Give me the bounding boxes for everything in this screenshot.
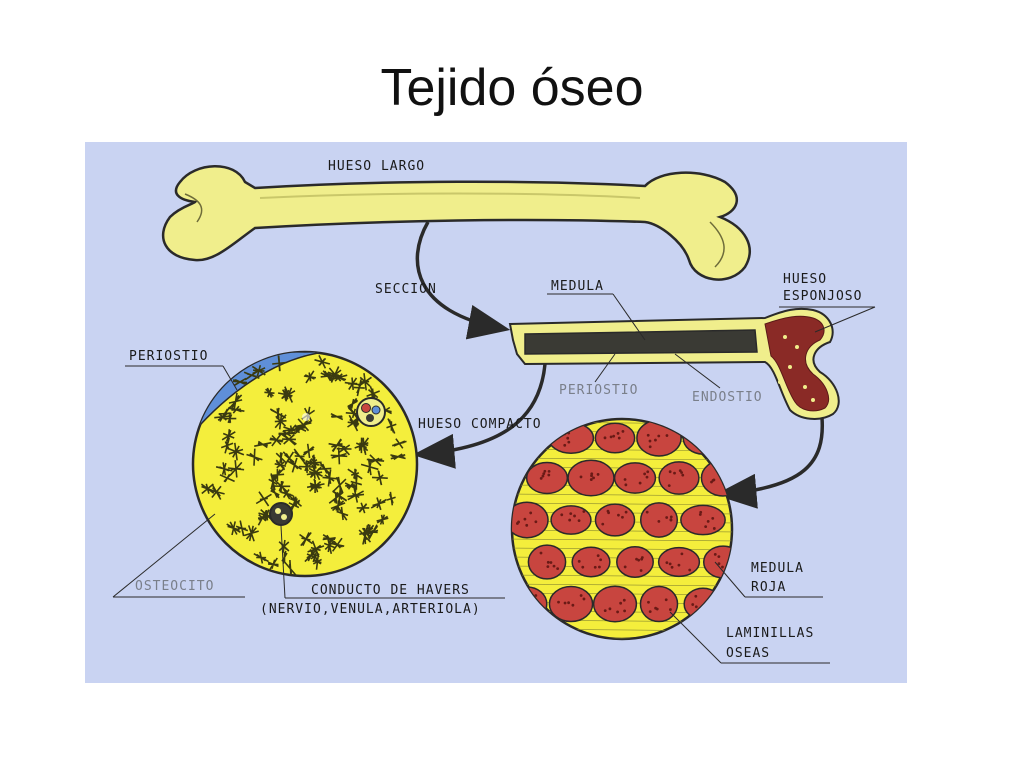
arrow-red-marrow [714,417,825,509]
osteocyte-pattern [200,355,407,576]
havers-canal-top [356,397,386,427]
label-havers-contents: (NERVIO,VENULA,ARTERIOLA) [260,602,481,617]
label-conducto-havers: CONDUCTO DE HAVERS [311,583,470,598]
label-osteocito: OSTEOCITO [135,579,214,594]
label-hueso-largo: HUESO LARGO [328,159,425,174]
label-endostio: ENDOSTIO [692,390,763,405]
label-periostio-bone: PERIOSTIO [559,383,638,398]
label-hueso-compacto: HUESO COMPACTO [418,417,542,432]
label-hueso-esponjoso-2: ESPONJOSO [783,289,862,304]
bone-section [508,307,840,420]
label-seccion: SECCION [375,282,437,297]
label-hueso-esponjoso-1: HUESO [783,272,827,287]
label-periostio-top: PERIOSTIO [129,349,208,364]
arrow-section [415,221,511,340]
long-bone [161,165,751,281]
label-medula: MEDULA [551,279,604,294]
bone-tissue-diagram: HUESO LARGO SECCION MEDULA HUESO ESPONJO… [85,142,907,683]
havers-canal-bottom [269,502,293,526]
arrow-compact [412,363,547,469]
label-medula-roja-2: ROJA [751,580,786,595]
label-medula-roja-1: MEDULA [751,561,804,576]
label-laminillas-2: OSEAS [726,646,770,661]
slide-title: Tejido óseo [380,59,644,117]
label-laminillas-1: LAMINILLAS [726,626,814,641]
